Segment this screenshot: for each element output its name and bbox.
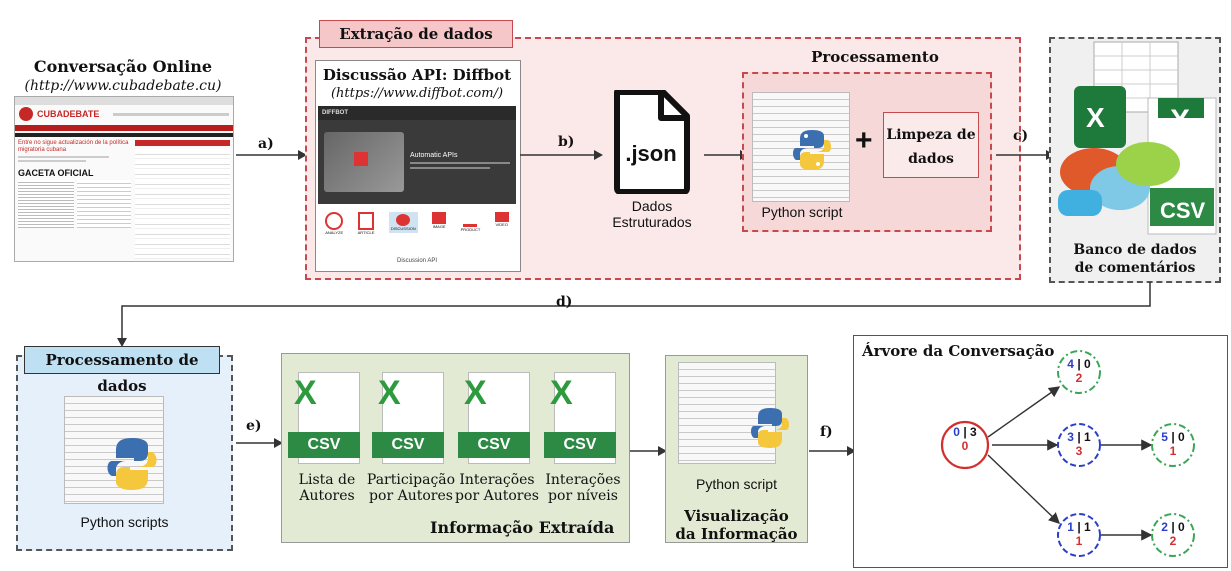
file-label-1a: Lista de bbox=[298, 472, 356, 488]
excel-x-icon: X bbox=[378, 374, 401, 412]
json-caption-2: Estruturados bbox=[612, 214, 692, 230]
step-e-label: e) bbox=[246, 418, 262, 434]
api-product: PRODUCT bbox=[461, 212, 480, 232]
json-file-icon bbox=[614, 90, 690, 194]
excel-x-icon: X bbox=[464, 374, 487, 412]
csv-badge: CSV bbox=[458, 432, 530, 458]
script-document bbox=[752, 92, 850, 202]
step-d-label: d) bbox=[556, 294, 573, 310]
article-headline: Entre no sigue actualización de la polít… bbox=[18, 140, 129, 153]
csv-file-level-interactions: X CSV bbox=[544, 372, 620, 466]
tree-node-root bbox=[940, 420, 990, 470]
step-c-label: c) bbox=[1013, 128, 1029, 144]
data-processing-caption: Python scripts bbox=[80, 514, 169, 530]
processing-script-caption: Python script bbox=[761, 204, 843, 220]
tree-node-5 bbox=[1151, 423, 1195, 467]
conversation-url: (http://www.cubadebate.cu) bbox=[24, 78, 222, 94]
viz-title-2: da Informação bbox=[675, 525, 798, 543]
tree-node-1 bbox=[1057, 513, 1101, 557]
csv-file-authors-list: X CSV bbox=[288, 372, 364, 466]
step-a-label: a) bbox=[258, 136, 274, 152]
conversation-screenshot: CUBADEBATE Entre no sigue actualización … bbox=[14, 96, 234, 262]
cleaning-label-2: dados bbox=[908, 151, 954, 167]
python-logo-icon bbox=[793, 130, 831, 170]
tree-node-1-label: 1 | 1 1 bbox=[1067, 520, 1091, 548]
cleaning-box: Limpeza de dados bbox=[883, 112, 979, 178]
extracted-info-title: Informação Extraída bbox=[430, 518, 615, 537]
arrow-b bbox=[520, 150, 603, 160]
csv-badge: CSV bbox=[372, 432, 444, 458]
json-caption-1: Dados bbox=[631, 198, 673, 214]
db-csv-label: CSV bbox=[1160, 198, 1206, 223]
arrow-info-to-viz bbox=[630, 446, 667, 456]
viz-python-icon bbox=[751, 408, 789, 448]
csv-file-author-participation: X CSV bbox=[372, 372, 448, 466]
tree-node-4-label: 4 | 0 2 bbox=[1067, 357, 1091, 385]
site-logo: CUBADEBATE bbox=[37, 109, 100, 119]
database-icon bbox=[1058, 41, 1217, 235]
file-label-4b: por níveis bbox=[548, 488, 618, 504]
file-label-1b: Autores bbox=[299, 488, 355, 504]
diffbot-title: Discussão API: Diffbot bbox=[322, 66, 512, 84]
tree-node-4 bbox=[1057, 350, 1101, 394]
diffbot-logo: DIFFBOT bbox=[322, 110, 348, 116]
tree-node-3 bbox=[1057, 423, 1101, 467]
json-label: .json bbox=[625, 141, 677, 166]
database-label-2: de comentários bbox=[1074, 260, 1196, 276]
db-excel-x-2: X bbox=[1170, 104, 1191, 137]
arrow-c bbox=[996, 150, 1055, 160]
diffbot-screenshot: DIFFBOT Automatic APIs ANALYZE ARTICLE D… bbox=[318, 106, 516, 266]
processing-title: Processamento bbox=[811, 48, 939, 66]
file-label-4a: Interações bbox=[545, 472, 621, 488]
diffbot-url: (https://www.diffbot.com/) bbox=[330, 86, 504, 101]
tree-node-root-label: 0 | 3 0 bbox=[953, 425, 977, 453]
arrow-d bbox=[117, 282, 1151, 347]
file-label-3a: Interações bbox=[459, 472, 535, 488]
tree-node-5-label: 5 | 0 1 bbox=[1161, 430, 1185, 458]
step-b-label: b) bbox=[558, 134, 575, 150]
file-label-2b: por Autores bbox=[369, 488, 453, 504]
arrow-a bbox=[236, 150, 307, 160]
extraction-title: Extração de dados bbox=[319, 20, 513, 48]
api-analyze: ANALYZE bbox=[325, 212, 344, 235]
tree-node-3-label: 3 | 1 3 bbox=[1067, 430, 1091, 458]
viz-script-caption: Python script bbox=[696, 476, 777, 492]
csv-badge: CSV bbox=[288, 432, 360, 458]
diffbot-heading: Automatic APIs bbox=[410, 152, 458, 159]
db-excel-x-1: X bbox=[1086, 102, 1105, 133]
plus-sign: + bbox=[855, 124, 873, 157]
file-label-3b: por Autores bbox=[455, 488, 539, 504]
conversation-tree bbox=[940, 350, 1195, 557]
api-discussion: DISCUSSION bbox=[388, 212, 418, 233]
viz-title-1: Visualização bbox=[684, 507, 789, 525]
csv-file-author-interactions: X CSV bbox=[458, 372, 534, 466]
csv-badge: CSV bbox=[544, 432, 616, 458]
api-article: ARTICLE bbox=[358, 212, 374, 235]
conversation-title: Conversação Online bbox=[33, 57, 213, 76]
api-image: IMAGE bbox=[432, 212, 447, 229]
step-f-label: f) bbox=[820, 424, 833, 440]
data-processing-title: Processamento de dados bbox=[24, 346, 220, 395]
cleaning-label-1: Limpeza de bbox=[886, 127, 976, 143]
tree-node-2-label: 2 | 0 2 bbox=[1161, 520, 1185, 548]
api-video: VIDEO bbox=[494, 212, 509, 227]
arrow-e bbox=[236, 438, 283, 448]
diffbot-caption: Discussion API bbox=[396, 258, 438, 264]
python-scripts-icon bbox=[107, 438, 157, 490]
excel-x-icon: X bbox=[294, 374, 317, 412]
newspaper-name: GACETA OFICIAL bbox=[18, 168, 94, 178]
arrow-f bbox=[809, 446, 856, 456]
tree-title: Árvore da Conversação bbox=[862, 342, 1055, 360]
excel-x-icon: X bbox=[550, 374, 573, 412]
file-label-2a: Participação bbox=[366, 472, 456, 488]
database-label-1: Banco de dados bbox=[1073, 242, 1197, 258]
tree-node-2 bbox=[1151, 513, 1195, 557]
